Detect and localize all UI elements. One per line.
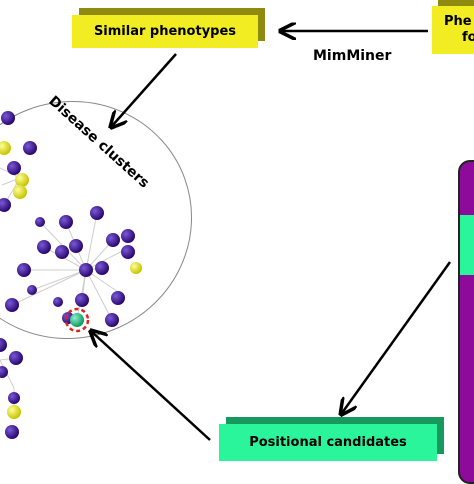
yellow-node [0, 141, 11, 155]
gene-node [69, 239, 83, 253]
gene-node [35, 217, 45, 227]
gene-node [37, 240, 51, 254]
positional-candidates-label: Positional candidates [249, 435, 407, 450]
gene-node [9, 351, 23, 365]
gene-node [0, 198, 11, 212]
candidate-node [70, 313, 84, 327]
gene-node [59, 215, 73, 229]
candidate-ring [64, 307, 90, 333]
gene-node [5, 425, 19, 439]
gene-node [105, 313, 119, 327]
gene-node [23, 141, 37, 155]
chromosome [458, 160, 474, 484]
gene-node [27, 285, 37, 295]
arrow-similar-to-cluster [112, 53, 177, 126]
similar-phenotypes-box: Similar phenotypes [72, 15, 258, 48]
chromosome-band [458, 215, 474, 275]
gene-node [55, 245, 69, 259]
disease-clusters-label: Disease clusters [45, 93, 152, 191]
gene-node [17, 263, 31, 277]
gene-node [90, 206, 104, 220]
gene-node [0, 366, 8, 378]
gene-node [0, 338, 7, 352]
gene-node [1, 111, 15, 125]
phenotype-box-line2: fo [462, 30, 474, 45]
network-canvas: Disease clusters [0, 0, 452, 441]
gene-node [7, 161, 21, 175]
mimminer-label: MimMiner [313, 48, 392, 64]
gene-node [121, 229, 135, 243]
gene-node [53, 297, 63, 307]
gene-node [8, 392, 20, 404]
gene-nodes [0, 111, 135, 439]
gene-node [106, 233, 120, 247]
disease-cluster-outline [0, 101, 193, 339]
arrow-positional-to-candidate [92, 332, 211, 441]
arrow-chromosome-to-positional [342, 261, 452, 413]
gene-node [79, 263, 93, 277]
yellow-node [13, 185, 27, 199]
gene-node [5, 298, 19, 312]
phenotype-box-line1: Phe [444, 14, 472, 29]
yellow-node [15, 173, 29, 187]
network-edges [0, 167, 129, 410]
yellow-node [7, 405, 21, 419]
yellow-nodes [0, 141, 142, 419]
yellow-node [130, 262, 142, 274]
gene-node [75, 293, 89, 307]
gene-node [121, 245, 135, 259]
gene-node [111, 291, 125, 305]
similar-phenotypes-label: Similar phenotypes [93, 24, 237, 39]
phenotype-box: Phe fo [432, 6, 474, 54]
gene-node [95, 261, 109, 275]
positional-candidates-box: Positional candidates [219, 424, 437, 461]
arrows [92, 31, 452, 441]
